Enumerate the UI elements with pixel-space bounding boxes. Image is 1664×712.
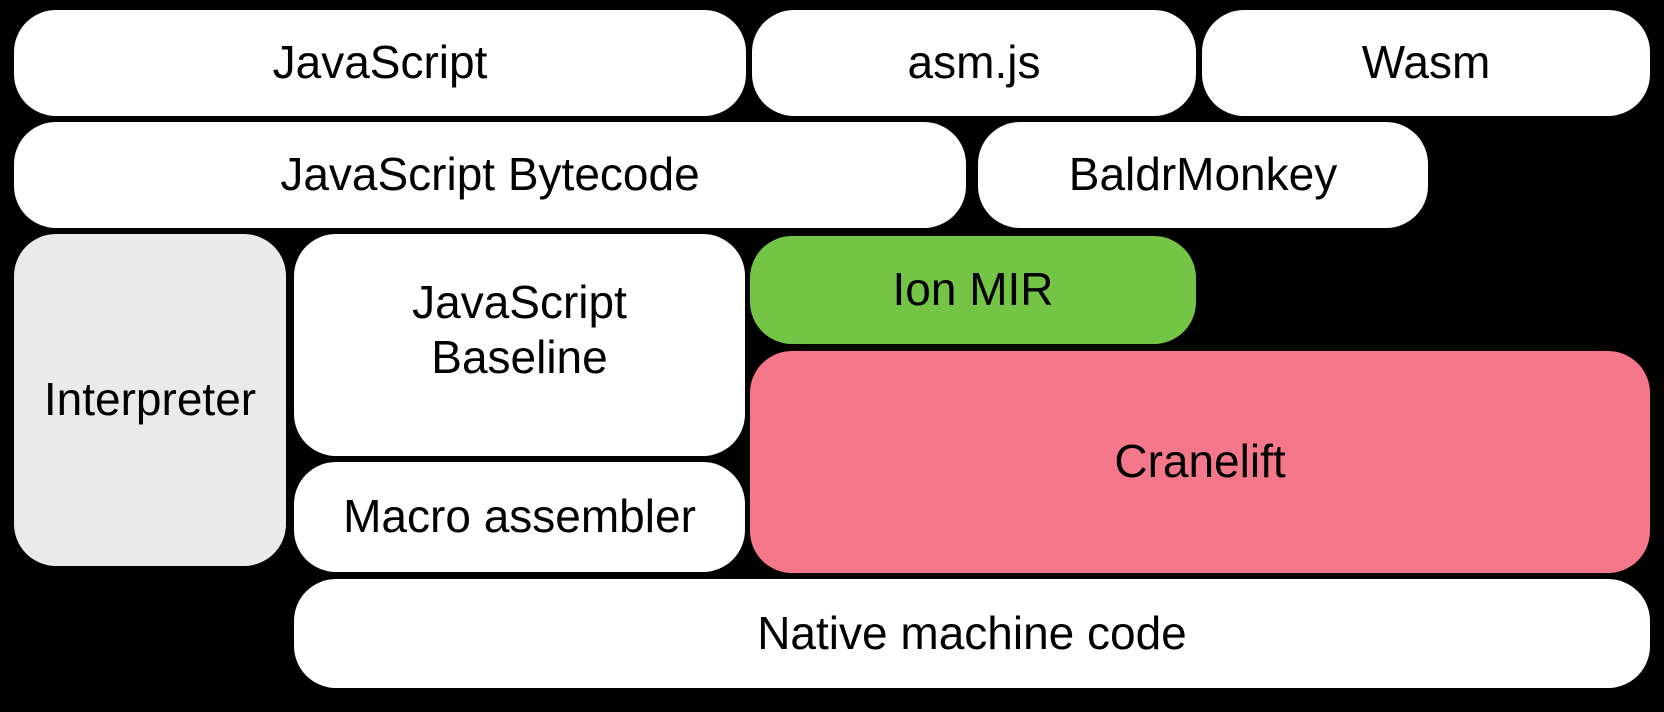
box-wasm-label: Wasm [1361,36,1491,89]
box-cranelift-label: Cranelift [1114,435,1286,488]
box-wasm: Wasm [1202,10,1650,116]
box-macro-assembler-label: Macro assembler [343,490,696,543]
box-asmjs-label: asm.js [907,36,1041,89]
box-ion-mir: Ion MIR [750,236,1196,344]
box-baldrmonkey-label: BaldrMonkey [1068,148,1338,201]
box-asmjs: asm.js [752,10,1196,116]
box-native-machine-code: Native machine code [294,579,1650,688]
box-interpreter-label: Interpreter [43,373,257,426]
box-javascript-baseline: JavaScript Baseline [294,234,745,456]
box-baldrmonkey: BaldrMonkey [978,122,1428,228]
box-native-machine-code-label: Native machine code [757,606,1187,659]
box-cranelift: Cranelift [750,351,1650,573]
box-javascript-bytecode-label: JavaScript Bytecode [280,148,700,201]
box-macro-assembler: Macro assembler [294,462,745,572]
box-interpreter: Interpreter [14,234,286,566]
box-javascript-baseline-label: JavaScript Baseline [412,275,627,383]
box-javascript-bytecode: JavaScript Bytecode [14,122,966,228]
box-javascript: JavaScript [14,10,746,116]
box-ion-mir-label: Ion MIR [892,263,1054,316]
box-javascript-label: JavaScript [272,36,488,89]
